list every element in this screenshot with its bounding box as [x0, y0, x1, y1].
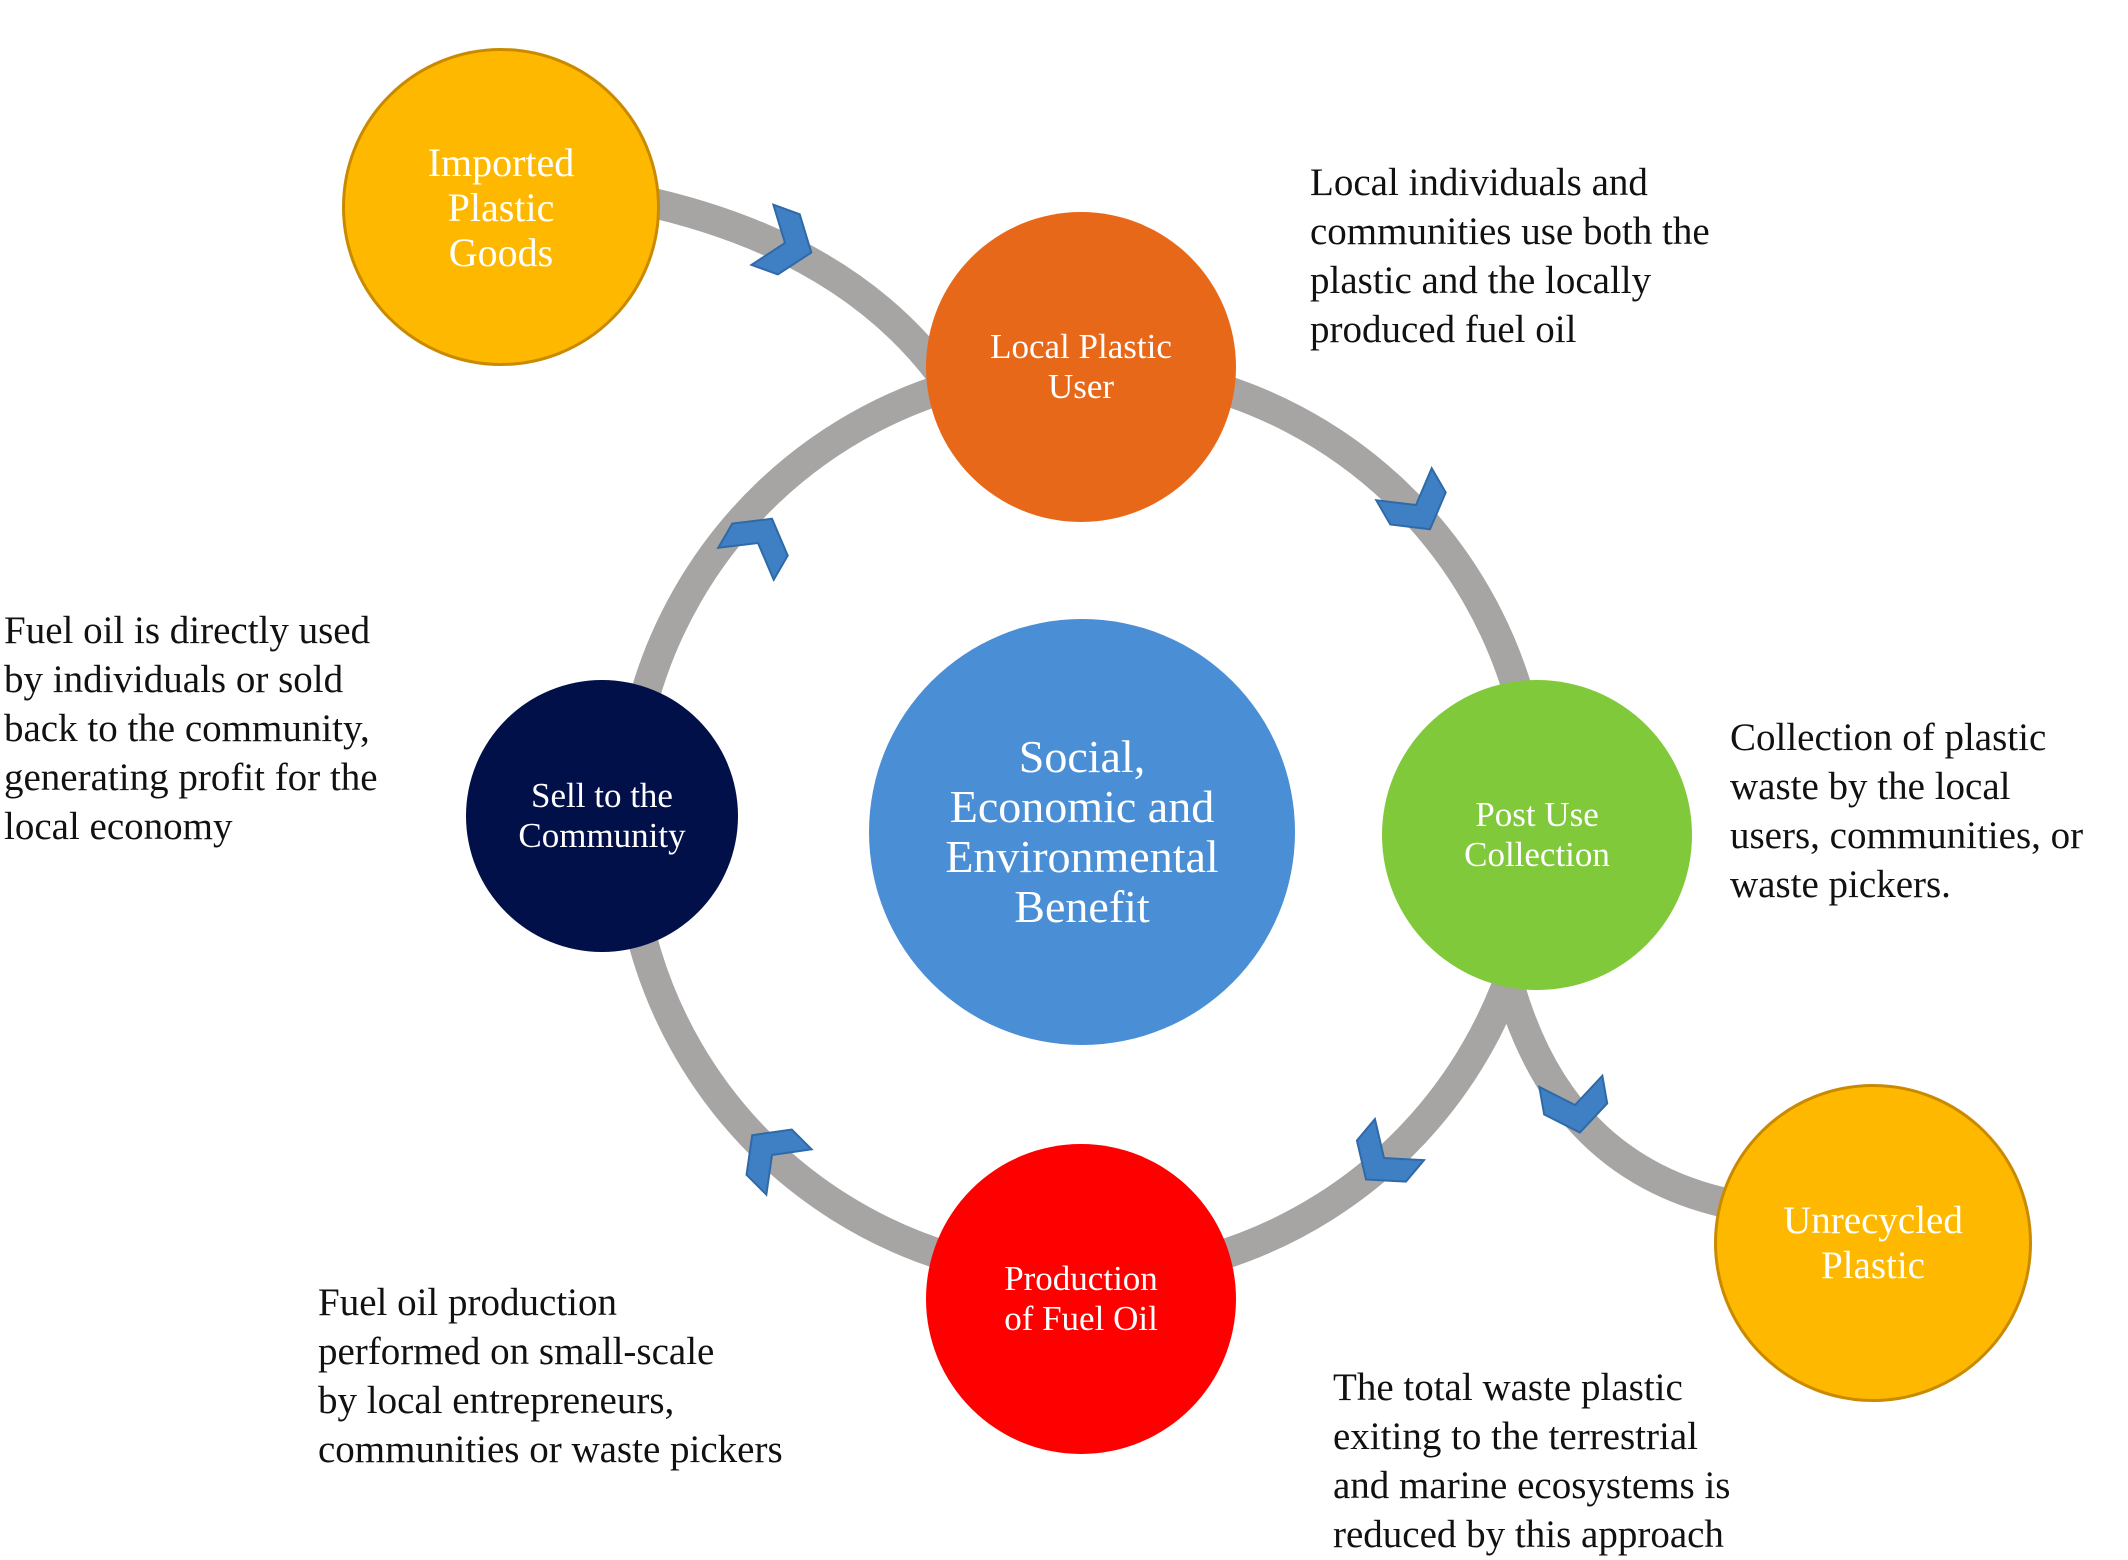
- fuel-oil-production-node: Production of Fuel Oil: [926, 1144, 1236, 1454]
- imported-plastic-node: Imported Plastic Goods: [342, 48, 660, 366]
- sell-to-community-node: Sell to the Community: [466, 680, 738, 952]
- sell-description: Fuel oil is directly used by individuals…: [4, 609, 378, 848]
- local-user-description: Local individuals and communities use bo…: [1310, 161, 1710, 351]
- fuel-oil-production-label: Production of Fuel Oil: [1004, 1259, 1158, 1338]
- post-use-collection-node: Post Use Collection: [1382, 680, 1692, 990]
- unrecycled-description: The total waste plastic exiting to the t…: [1333, 1366, 1731, 1556]
- chevron-arrow-icon: [1355, 1116, 1426, 1183]
- sell-to-community-label: Sell to the Community: [518, 776, 686, 855]
- center-benefit-node: Social, Economic and Environmental Benef…: [869, 619, 1295, 1045]
- unrecycled-connector: [1493, 976, 1738, 1220]
- chevron-arrow-icon: [1374, 465, 1447, 531]
- local-plastic-user-label: Local Plastic User: [990, 327, 1172, 406]
- chevron-arrow-icon: [1537, 1073, 1609, 1134]
- flow-arrows: [716, 203, 1609, 1197]
- local-plastic-user-node: Local Plastic User: [926, 212, 1236, 522]
- imported-plastic-label: Imported Plastic Goods: [427, 139, 575, 275]
- unrecycled-plastic-node: Unrecycled Plastic: [1714, 1084, 2032, 1402]
- chevron-arrow-icon: [749, 203, 813, 276]
- chevron-arrow-icon: [716, 517, 789, 583]
- post-use-collection-label: Post Use Collection: [1464, 795, 1610, 874]
- post-use-description: Collection of plastic waste by the local…: [1730, 716, 2084, 906]
- production-description: Fuel oil production performed on small-s…: [318, 1281, 783, 1471]
- unrecycled-plastic-label: Unrecycled Plastic: [1783, 1199, 1963, 1287]
- chevron-arrow-icon: [745, 1128, 814, 1197]
- center-benefit-label: Social, Economic and Environmental Benef…: [945, 731, 1219, 932]
